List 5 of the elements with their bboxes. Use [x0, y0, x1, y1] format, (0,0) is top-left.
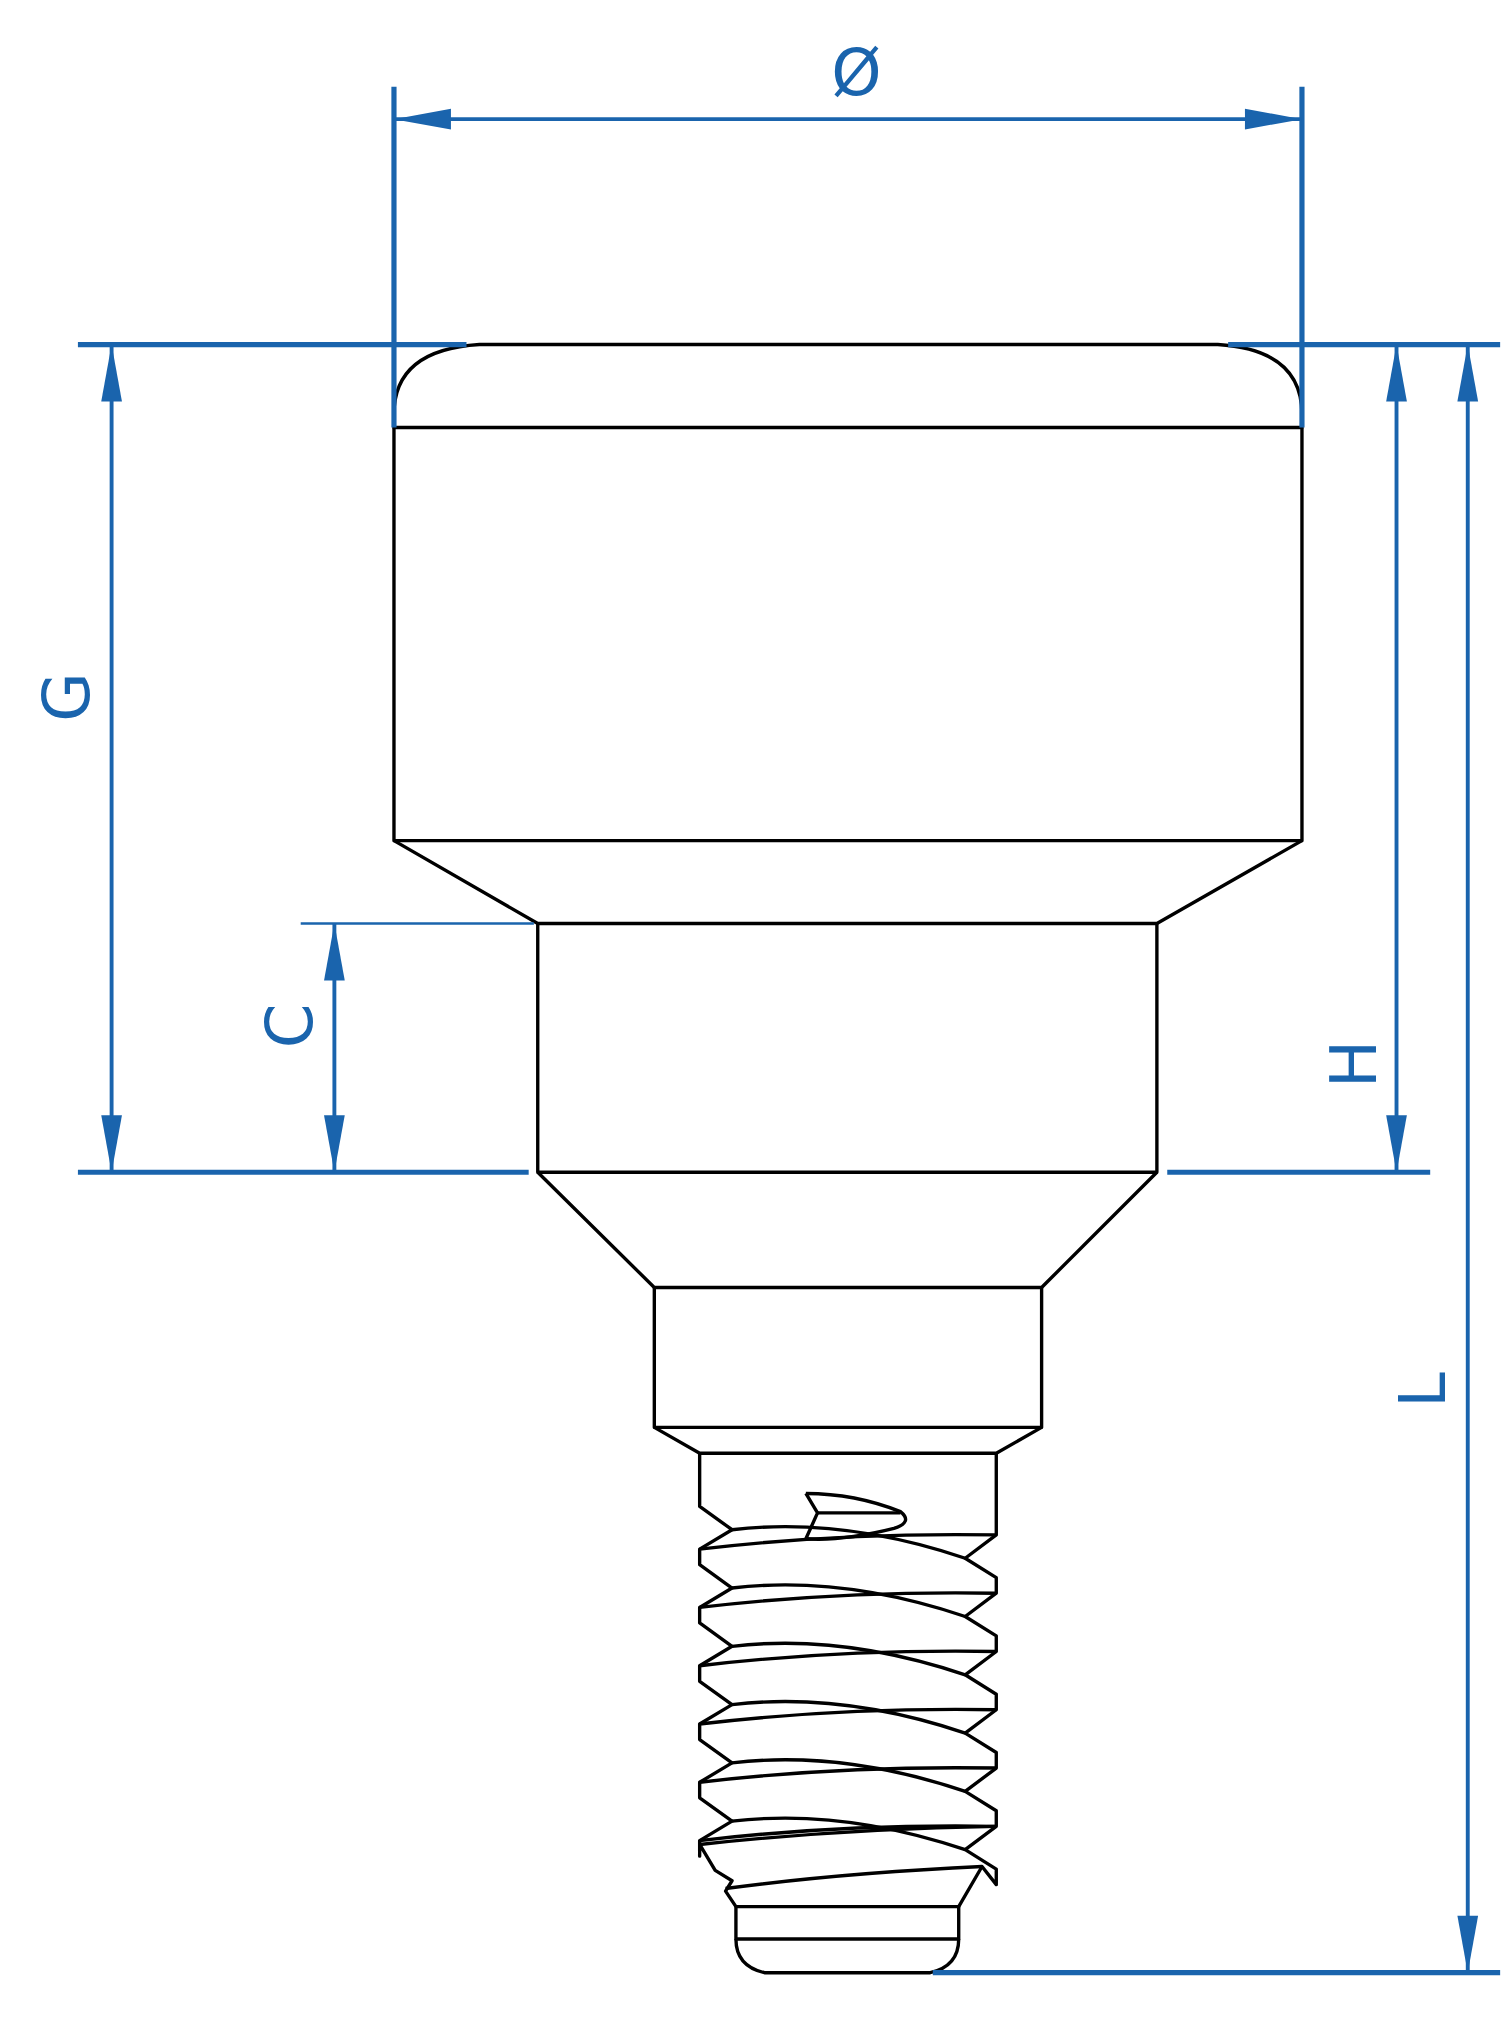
dimension-label: Ø: [831, 40, 882, 105]
dimension-label: C: [258, 1003, 323, 1049]
dimension-label: G: [35, 672, 100, 722]
dimension-label: L: [1390, 1372, 1455, 1409]
dimension-label: H: [1321, 1039, 1386, 1088]
